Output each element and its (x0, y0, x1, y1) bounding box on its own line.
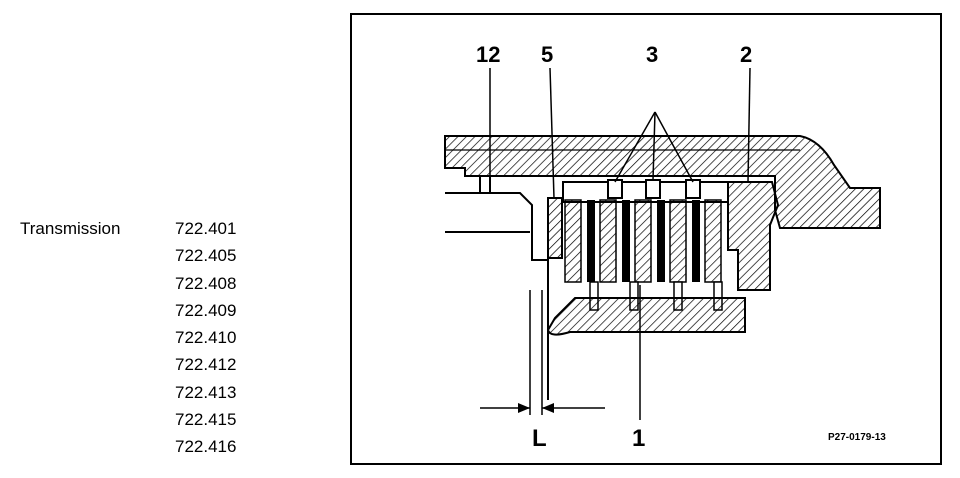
model-number: 722.401 (175, 219, 237, 238)
model-number: 722.409 (175, 300, 237, 320)
callout-3: 3 (646, 42, 658, 67)
dimension-l-arrows (480, 403, 605, 413)
snap-ring (547, 197, 563, 259)
model-number: 722.416 (175, 437, 237, 457)
model-list: 722.401 722.405 722.408 722.409 722.410 722.4… (175, 219, 236, 465)
diagram-frame (350, 13, 942, 465)
model-number: 722.410 (175, 328, 237, 348)
leader-3b (652, 111, 656, 181)
housing (444, 135, 881, 229)
model-number: 722.405 (175, 246, 237, 266)
leader-3c (654, 111, 694, 183)
callout-2: 2 (740, 42, 752, 67)
callout-1: 1 (632, 425, 645, 452)
callout-5: 5 (541, 42, 553, 67)
model-number: 722.413 (175, 382, 237, 402)
pressure-plate (727, 181, 780, 291)
model-number: 722.408 (175, 273, 237, 293)
callout-12: 12 (476, 42, 500, 67)
leader-3a (614, 111, 656, 183)
figure-reference: P27-0179-13 (828, 432, 886, 443)
leader-2 (747, 67, 751, 183)
clutch-pack (562, 179, 729, 311)
shaft (445, 192, 549, 400)
model-number: 722.415 (175, 410, 237, 430)
leader-5 (549, 67, 555, 199)
inner-carrier (546, 297, 746, 336)
callout-L: L (532, 425, 547, 452)
model-number: 722.412 (175, 355, 237, 375)
transmission-label: Transmission (20, 219, 121, 238)
